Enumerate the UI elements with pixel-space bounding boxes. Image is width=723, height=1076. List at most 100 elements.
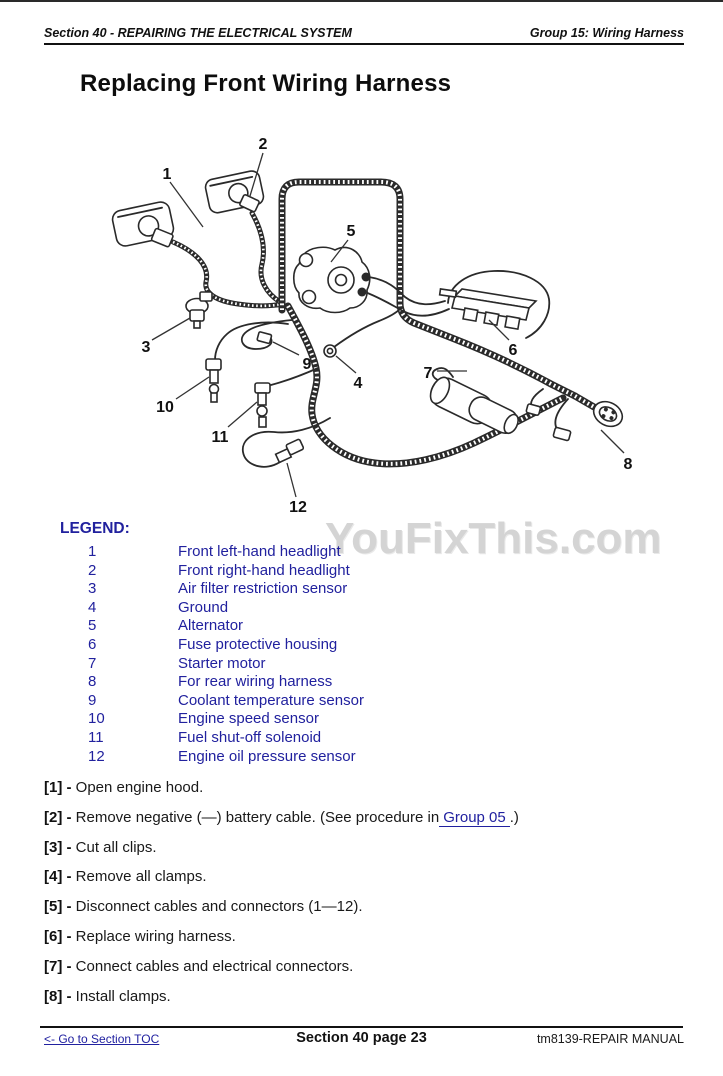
pigtail-connector-2: [525, 403, 542, 416]
go-to-section-toc-link[interactable]: <- Go to Section TOC: [44, 1032, 160, 1046]
headlight-right: [204, 170, 265, 214]
group-05-link[interactable]: Group 05: [439, 808, 510, 827]
callout-8: 8: [624, 456, 633, 473]
legend-label: Front right-hand headlight: [178, 561, 350, 579]
engine-speed-sensor: [205, 358, 222, 403]
fuse-protective-housing: [438, 288, 538, 331]
legend-row: 2 Front right-hand headlight: [60, 562, 480, 581]
step-text: Remove all clamps.: [75, 868, 207, 886]
legend: 1 Front left-hand headlight 2 Front right-…: [60, 543, 480, 766]
step-2: [2] - Remove negative (—) battery cable.…: [44, 808, 684, 827]
legend-num: 3: [88, 580, 97, 598]
legend-num: 10: [88, 710, 105, 728]
legend-label: Front left-hand headlight: [178, 543, 341, 560]
step-1: [1] - Open engine hood.: [44, 779, 684, 797]
starter-motor: [429, 376, 519, 435]
header-section-label: Section 40 - REPAIRING THE ELECTRICAL SY…: [44, 26, 352, 40]
callout-3: 3: [142, 339, 151, 356]
legend-row: 5 Alternator: [60, 617, 480, 636]
step-4: [4] - Remove all clamps.: [44, 868, 684, 886]
legend-num: 9: [88, 691, 97, 709]
legend-row: 1 Front left-hand headlight: [60, 543, 480, 562]
pigtail-connector-1: [552, 426, 572, 442]
step-number: [6] -: [44, 927, 72, 945]
header-rule: [44, 43, 684, 45]
headlight-left-connector: [150, 227, 174, 248]
starter-wire: [431, 367, 454, 382]
alternator-terminal-1: [361, 272, 371, 282]
callout-6: 6: [509, 342, 518, 359]
legend-num: 7: [88, 654, 97, 672]
coolant-sensor-wire: [241, 319, 293, 350]
step-text: Install clamps.: [75, 987, 171, 1005]
rear-harness-connector: [525, 400, 624, 442]
step-3: [3] - Cut all clips.: [44, 839, 684, 857]
step-number: [7] -: [44, 957, 72, 975]
alternator: [292, 246, 371, 314]
callout-numbers: 1 2 3 4 5 6 7 8 9 10 11 12: [142, 136, 633, 516]
footer-rule: [40, 1026, 683, 1028]
fuel-shutoff-solenoid: [254, 382, 271, 428]
ground-wire: [333, 308, 401, 348]
callout-1: 1: [163, 166, 172, 183]
legend-num: 2: [88, 561, 97, 579]
step-text: Connect cables and electrical connectors…: [75, 957, 354, 975]
legend-label: Alternator: [178, 617, 244, 635]
step-8: [8] - Install clamps.: [44, 988, 684, 1006]
harness-clip: [199, 291, 213, 302]
ground-eyelet: [323, 344, 337, 358]
coolant-temp-sensor: [256, 331, 273, 345]
step-number: [4] -: [44, 868, 72, 886]
step-text: Disconnect cables and connectors (1—12).: [75, 898, 363, 916]
legend-row: 3 Air filter restriction sensor: [60, 580, 480, 599]
step-6: [6] - Replace wiring harness.: [44, 928, 684, 946]
step-number: [3] -: [44, 838, 72, 856]
callout-leaders: [151, 152, 625, 498]
legend-label: Coolant temperature sensor: [178, 691, 364, 709]
legend-label: Fuel shut-off solenoid: [178, 728, 322, 746]
callout-10: 10: [156, 399, 174, 416]
legend-num: 5: [88, 617, 97, 635]
step-5: [5] - Disconnect cables and connectors (…: [44, 898, 684, 916]
harness-tubes: [173, 182, 594, 464]
fuse-housing-loop-wire: [447, 270, 551, 339]
legend-heading: LEGEND:: [60, 520, 130, 537]
legend-num: 4: [88, 598, 97, 616]
callout-4: 4: [354, 375, 363, 392]
header-group-label: Group 15: Wiring Harness: [529, 26, 684, 40]
callout-5: 5: [347, 223, 356, 240]
callout-11: 11: [212, 429, 229, 446]
speed-sensor-wire: [214, 321, 289, 361]
callout-12: 12: [289, 499, 307, 516]
step-number: [2] -: [44, 808, 72, 826]
legend-label: Fuse protective housing: [178, 635, 338, 653]
page-title: Replacing Front Wiring Harness: [80, 70, 452, 97]
solenoid-wire: [270, 367, 319, 386]
legend-num: 1: [88, 543, 97, 560]
page-top-border: [0, 0, 723, 2]
legend-row: 12 Engine oil pressure sensor: [60, 748, 480, 767]
legend-num: 12: [88, 747, 105, 765]
callout-9: 9: [303, 356, 312, 373]
step-text: Replace wiring harness.: [75, 927, 236, 945]
legend-row: 7 Starter motor: [60, 655, 480, 674]
step-number: [1] -: [44, 779, 72, 796]
legend-row: 9 Coolant temperature sensor: [60, 692, 480, 711]
legend-label: Starter motor: [178, 654, 266, 672]
alternator-wire-1: [368, 276, 446, 306]
legend-label: Air filter restriction sensor: [178, 580, 348, 598]
wiring-harness-diagram: 1 2 3 4 5 6 7 8 9 10 11 12: [111, 136, 633, 516]
callout-7: 7: [424, 365, 433, 382]
headlight-right-connector: [239, 194, 260, 213]
legend-label: Engine oil pressure sensor: [178, 747, 356, 765]
footer-page-label: Section 40 page 23: [296, 1030, 427, 1046]
step-7: [7] - Connect cables and electrical conn…: [44, 958, 684, 976]
step-text: Cut all clips.: [75, 838, 157, 856]
callout-2: 2: [259, 136, 268, 153]
step-text: Open engine hood.: [75, 779, 204, 796]
